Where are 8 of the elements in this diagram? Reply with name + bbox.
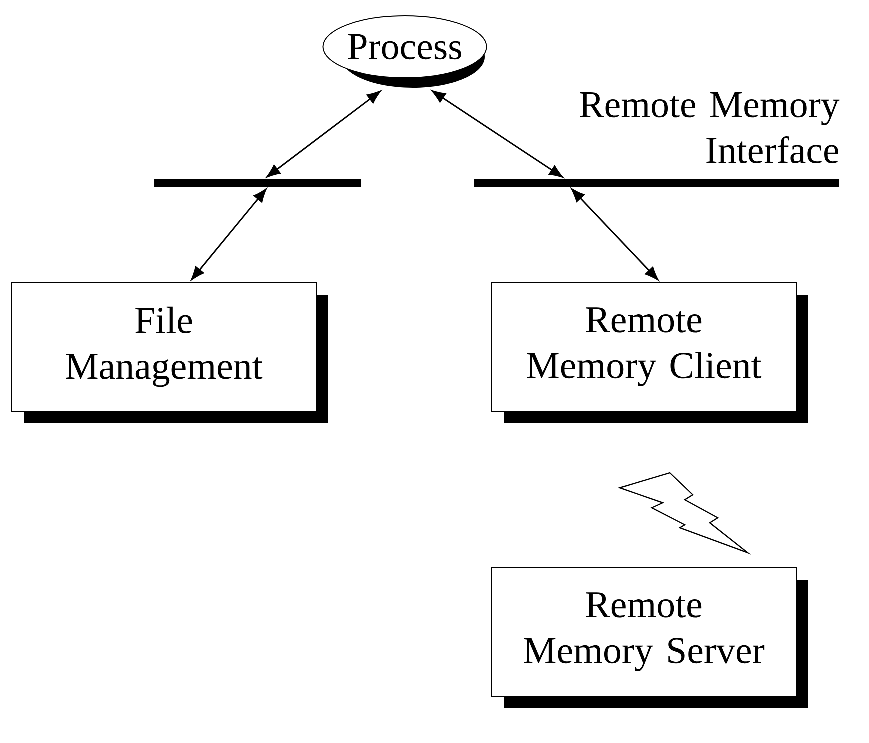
double-arrow [266,90,381,178]
module-box: Remote Memory Client [491,282,808,423]
double-arrow [191,188,267,280]
interface-label: Remote Memory Interface [580,92,840,164]
module-box: File Management [11,282,328,423]
double-arrow [432,90,564,178]
double-arrow [571,188,659,280]
module-box: Remote Memory Server [491,567,808,708]
